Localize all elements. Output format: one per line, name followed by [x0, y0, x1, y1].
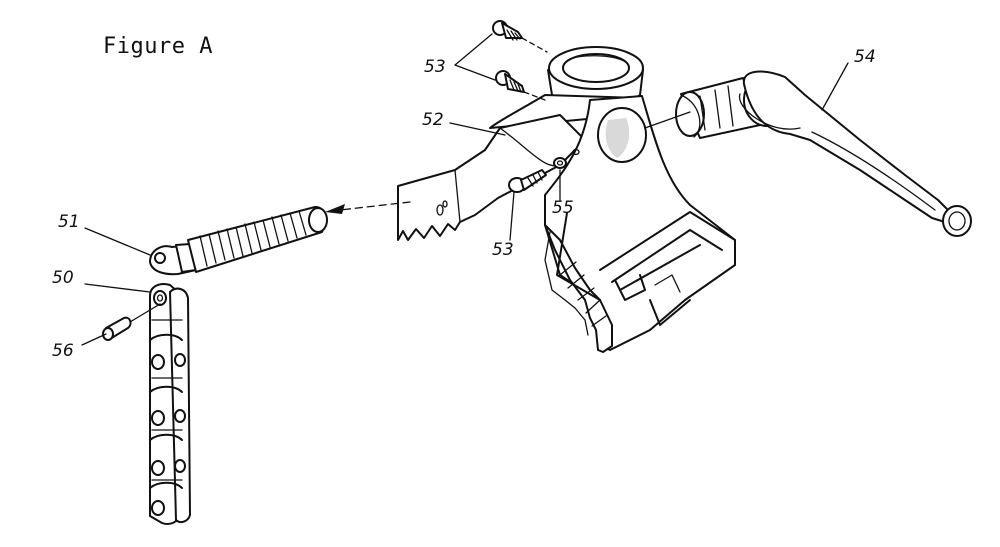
vise-body	[397, 46, 736, 353]
callout-53-lower: 53	[492, 240, 514, 260]
callout-54: 54	[854, 47, 876, 67]
chain-pin	[102, 316, 132, 341]
cap-screw-middle	[495, 70, 525, 93]
leader-lines	[81, 33, 849, 346]
roller-chain	[149, 283, 191, 525]
figure-title: Figure A	[103, 34, 213, 59]
callout-51: 51	[58, 212, 80, 232]
callout-50: 50	[52, 268, 74, 288]
cap-screw-lower	[508, 169, 547, 193]
callout-52: 52	[422, 110, 444, 130]
chain-bolt	[149, 205, 328, 276]
callout-55: 55	[552, 198, 574, 218]
handle	[675, 70, 972, 237]
callout-56: 56	[52, 341, 74, 361]
washer	[553, 148, 580, 169]
cap-screw-upper	[492, 20, 523, 41]
callout-53-top: 53	[424, 57, 446, 77]
